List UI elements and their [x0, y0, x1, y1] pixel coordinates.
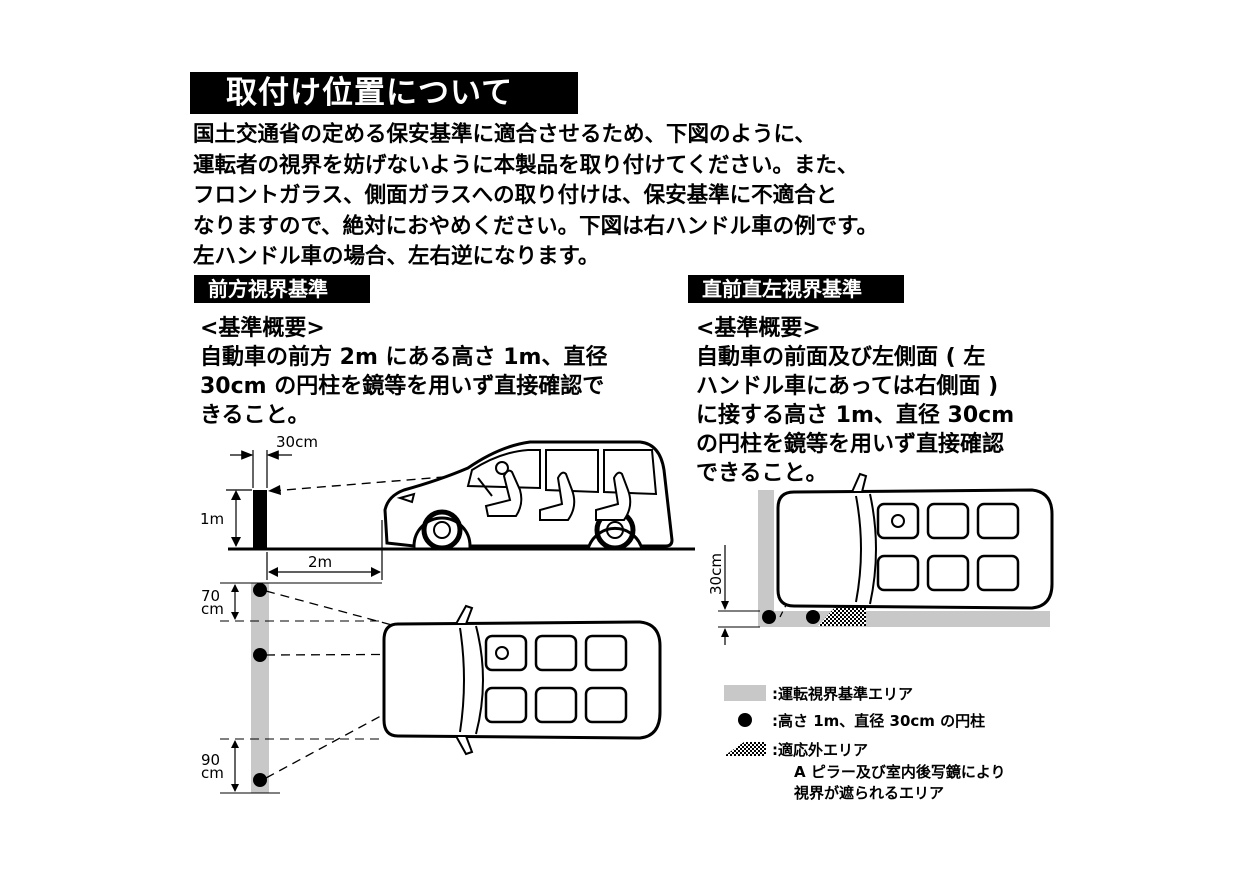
intro-line: 左ハンドル車の場合、左右逆になります。 — [193, 244, 600, 269]
intro-line: 国土交通省の定める保安基準に適合させるため、下図のように、 — [193, 122, 816, 147]
legend-cylinder-swatch — [738, 713, 752, 727]
area-strip-vertical — [251, 583, 269, 793]
van-left-top-illustration — [776, 472, 1054, 610]
front-view-label: 前方視界基準 — [194, 275, 370, 303]
summary-line: できること。 — [696, 461, 828, 486]
van-top-illustration — [382, 604, 662, 756]
cylinder-side — [253, 490, 267, 548]
legend-outside-detail: 視界が遮られるエリア — [793, 784, 944, 802]
area-strip-side — [758, 611, 1050, 627]
left-view-summary: <基準概要> 自動車の前面及び左側面 ( 左 ハンドル車にあっては右側面 ) に… — [696, 314, 1014, 488]
legend-outside-label: :適応外エリア — [772, 741, 868, 759]
cylinder-top — [806, 610, 820, 624]
dim-diameter: 30cm — [276, 433, 318, 451]
cylinder-top — [253, 773, 267, 787]
front-view-summary: <基準概要> 自動車の前方 2m にある高さ 1m、直径 30cm の円柱を鏡等… — [200, 314, 607, 430]
legend-area-label: :運転視界基準エリア — [772, 685, 913, 703]
cylinder-top — [253, 648, 267, 662]
dim-spacing-top-unit: cm — [201, 600, 224, 618]
dim-spacing-top: 70 — [201, 587, 220, 605]
cylinder-top — [762, 610, 776, 624]
summary-line: <基準概要> — [200, 316, 325, 341]
intro-line: フロントガラス、側面ガラスへの取り付けは、保安基準に不適合と — [193, 183, 838, 208]
legend: :運転視界基準エリア :高さ 1m、直径 30cm の円柱 :適応外エリア A … — [724, 685, 1006, 802]
legend-cylinder-label: :高さ 1m、直径 30cm の円柱 — [772, 712, 985, 730]
summary-line: ハンドル車にあっては右側面 ) — [696, 374, 999, 399]
intro-line: なりますので、絶対におやめください。下図は右ハンドル車の例です。 — [193, 213, 878, 239]
page-title: 取付け位置について — [190, 72, 578, 114]
summary-line: 自動車の前面及び左側面 ( 左 — [696, 345, 986, 370]
legend-area-swatch — [724, 685, 766, 701]
summary-line: 自動車の前方 2m にある高さ 1m、直径 — [200, 345, 608, 370]
summary-line: の円柱を鏡等を用いず直接確認 — [696, 432, 1005, 457]
legend-outside-detail: A ピラー及び室内後写鏡により — [794, 763, 1006, 781]
dim-height: 1m — [200, 510, 224, 528]
summary-line: に接する高さ 1m、直径 30cm — [696, 403, 1015, 428]
summary-line: <基準概要> — [696, 316, 821, 341]
intro-line: 運転者の視界を妨げないように本製品を取り付けてください。また、 — [193, 152, 859, 178]
intro-text: 国土交通省の定める保安基準に適合させるため、下図のように、 運転者の視界を妨げな… — [193, 120, 993, 273]
dim-distance: 2m — [308, 553, 332, 571]
area-strip-front — [758, 490, 774, 627]
dim-width: 30cm — [707, 553, 725, 595]
left-view-label: 直前直左視界基準 — [688, 275, 904, 303]
legend-outside-swatch — [724, 742, 766, 756]
summary-line: 30cm の円柱を鏡等を用いず直接確認で — [200, 374, 605, 399]
outside-area — [818, 606, 866, 626]
dim-spacing-bottom: 90 — [201, 751, 220, 769]
van-side-illustration — [383, 440, 674, 551]
dim-spacing-bottom-unit: cm — [201, 764, 224, 782]
cylinder-top — [253, 583, 267, 597]
summary-line: きること。 — [200, 403, 310, 428]
